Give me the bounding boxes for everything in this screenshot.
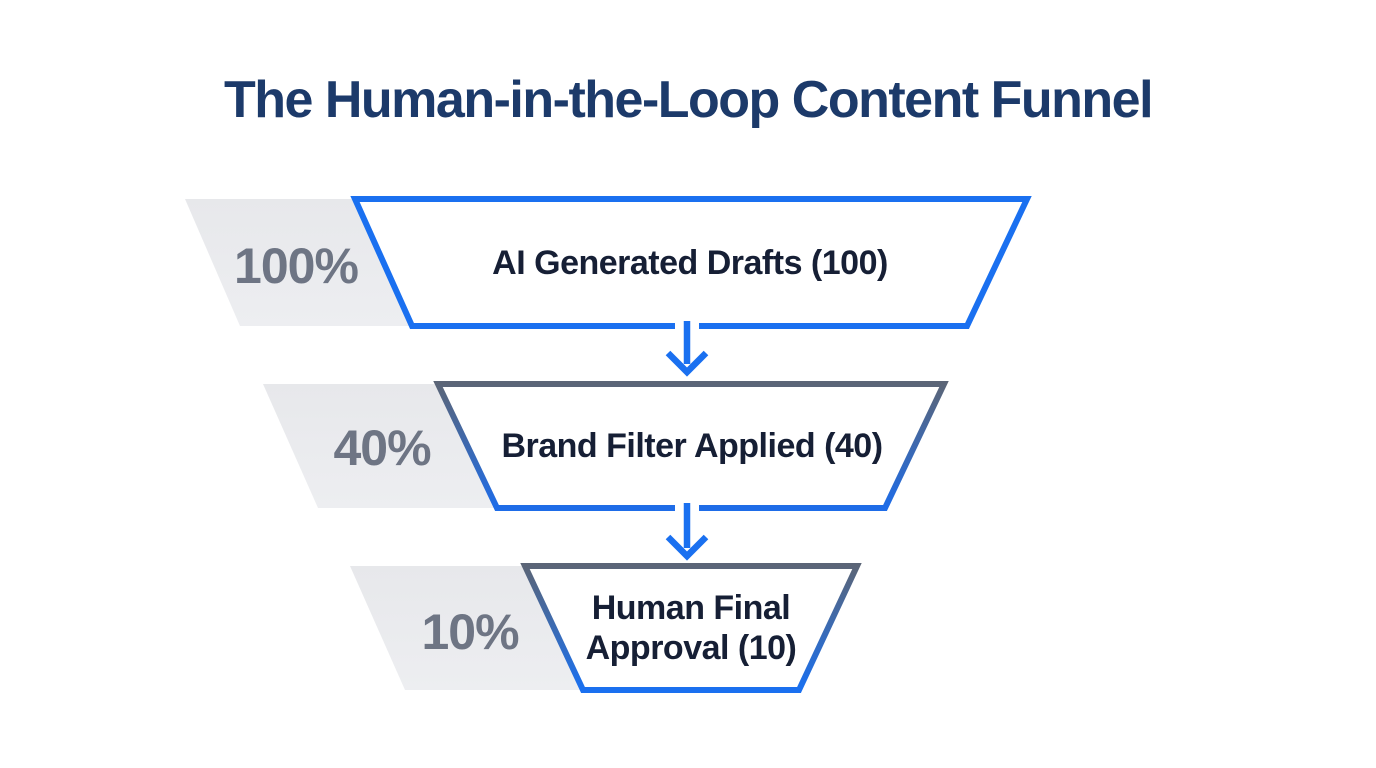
stage2-percent-label: 40% bbox=[333, 420, 431, 476]
stage2-trapezoid bbox=[433, 381, 949, 511]
page-title: The Human-in-the-Loop Content Funnel bbox=[223, 71, 1154, 129]
arrow-down-2-head bbox=[665, 534, 709, 561]
stage1-percent-label: 100% bbox=[234, 238, 359, 294]
stage3-label-line1: Human Final bbox=[591, 588, 791, 627]
stage1-trapezoid bbox=[350, 196, 1032, 329]
arrow-down-2-icon bbox=[665, 503, 709, 561]
stage2-label: Brand Filter Applied (40) bbox=[497, 386, 887, 506]
stage1-label-line: AI Generated Drafts (100) bbox=[492, 243, 888, 282]
stage2-label-line: Brand Filter Applied (40) bbox=[501, 426, 883, 465]
stage1-label: AI Generated Drafts (100) bbox=[412, 202, 968, 324]
stage3-percent-label: 10% bbox=[421, 604, 519, 660]
stage3-trapezoid bbox=[520, 563, 862, 693]
stage3-label: Human Final Approval (10) bbox=[575, 568, 807, 688]
arrow-down-1-head bbox=[665, 350, 709, 377]
arrow-down-1-icon bbox=[665, 321, 709, 377]
stage3-label-line2: Approval (10) bbox=[585, 629, 797, 667]
